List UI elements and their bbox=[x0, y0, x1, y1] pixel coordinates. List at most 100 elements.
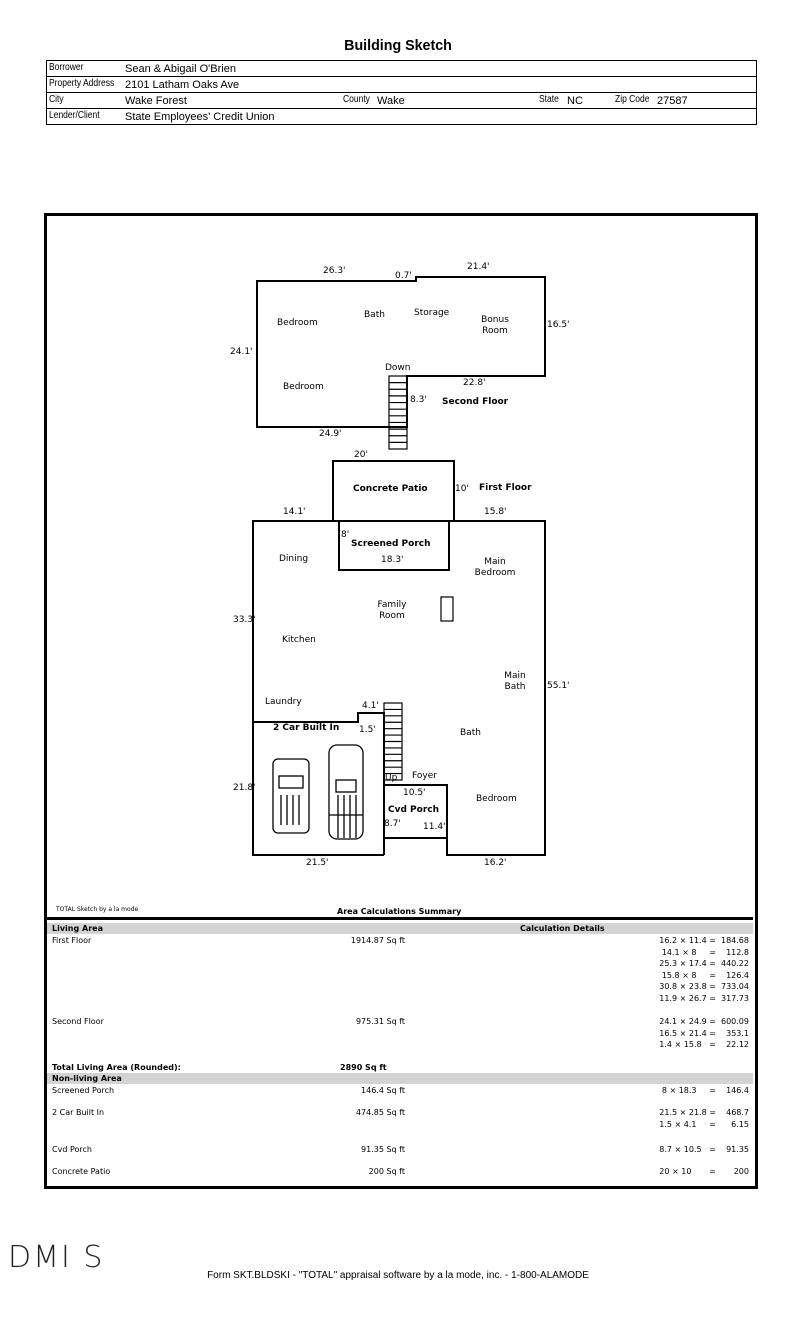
calc-detail: 14.1 × 8 = 112.8 bbox=[661, 947, 749, 957]
sketch-credit: TOTAL Sketch by a la mode bbox=[56, 906, 139, 913]
dim-label: 8.3' bbox=[410, 395, 427, 405]
room-label: Up bbox=[385, 773, 398, 783]
dim-label: 21.5' bbox=[306, 858, 329, 868]
calc-detail: 16.2 × 11.4 = 184.68 bbox=[659, 936, 749, 945]
page-title: Building Sketch bbox=[344, 37, 452, 54]
calc-details-header: Calculation Details bbox=[520, 924, 605, 933]
area-value: 1914.87 Sq ft bbox=[350, 936, 405, 945]
calc-detail: 24.1 × 24.9 = 600.09 bbox=[659, 1017, 749, 1026]
lender-label: Lender/Client bbox=[49, 110, 100, 121]
area-name: First Floor bbox=[52, 936, 92, 945]
dim-label: 8.7' bbox=[384, 819, 401, 829]
dim-label: 0.7' bbox=[395, 271, 412, 281]
dim-label: 1.5' bbox=[359, 725, 376, 735]
room-label: Bedroom bbox=[476, 794, 517, 804]
zip-label: Zip Code bbox=[615, 94, 650, 105]
room-label: Foyer bbox=[412, 771, 437, 781]
closet-icon bbox=[440, 596, 454, 622]
cvd-porch-title: Cvd Porch bbox=[388, 805, 440, 815]
area-calculations: Living Area Calculation Details First Fl… bbox=[47, 917, 753, 1186]
city-label: City bbox=[49, 94, 64, 105]
zip-value: 27587 bbox=[657, 95, 688, 107]
state-value: NC bbox=[567, 95, 583, 107]
living-area-header: Living Area bbox=[52, 924, 103, 933]
room-label: Kitchen bbox=[282, 635, 316, 645]
stair-outline bbox=[388, 375, 408, 450]
property-header: Borrower Sean & Abigail O'Brien Property … bbox=[46, 60, 757, 125]
area-name: Concrete Patio bbox=[52, 1167, 111, 1176]
calc-detail: 15.8 × 8 = 126.4 bbox=[661, 970, 749, 980]
room-label: Bath bbox=[460, 728, 481, 738]
borrower-value: Sean & Abigail O'Brien bbox=[125, 63, 236, 75]
calc-title: Area Calculations Summary bbox=[337, 907, 462, 916]
room-label: Main Bedroom bbox=[474, 557, 516, 578]
dim-label: 14.1' bbox=[283, 507, 306, 517]
second-floor-title: Second Floor bbox=[442, 397, 509, 407]
calc-detail: 25.3 × 17.4 = 440.22 bbox=[659, 959, 749, 968]
state-label: State bbox=[539, 94, 559, 105]
dim-label: 22.8' bbox=[463, 378, 486, 388]
nonliving-area-header: Non-living Area bbox=[52, 1074, 122, 1083]
city-value: Wake Forest bbox=[125, 95, 187, 107]
lender-value: State Employees' Credit Union bbox=[125, 111, 275, 123]
room-label: Dining bbox=[279, 554, 309, 564]
car-icon bbox=[272, 758, 310, 834]
truck-icon bbox=[328, 744, 364, 840]
area-value: 975.31 Sq ft bbox=[355, 1017, 405, 1026]
total-living-value: 2890 Sq ft bbox=[340, 1063, 387, 1072]
second-floor-stairs bbox=[388, 375, 408, 450]
room-label: Bonus Room bbox=[481, 315, 509, 336]
area-name: Second Floor bbox=[52, 1017, 104, 1026]
second-floor-outline bbox=[256, 276, 546, 428]
dim-label: 18.3' bbox=[381, 555, 404, 565]
county-value: Wake bbox=[377, 95, 405, 107]
calc-detail: 1.5 × 4.1 = 6.15 bbox=[659, 1119, 749, 1129]
calc-detail: 11.9 × 26.7 = 317.73 bbox=[659, 993, 749, 1003]
dim-label: 16.5' bbox=[547, 320, 570, 330]
dim-label: 24.9' bbox=[319, 429, 342, 439]
calc-detail: 16.5 × 21.4 = 353.1 bbox=[659, 1028, 749, 1038]
dim-label: 33.3' bbox=[233, 615, 256, 625]
borrower-label: Borrower bbox=[49, 62, 84, 73]
dim-label: 10' bbox=[455, 484, 469, 494]
dim-label: 55.1' bbox=[547, 681, 570, 691]
form-footer: Form SKT.BLDSKI - "TOTAL" appraisal soft… bbox=[207, 1270, 589, 1281]
room-label: Storage bbox=[414, 308, 450, 318]
calc-detail: 1.4 × 15.8 = 22.12 bbox=[659, 1040, 749, 1049]
room-label: Bath bbox=[364, 310, 385, 320]
area-name: 2 Car Built In bbox=[52, 1108, 105, 1117]
calc-detail: 8.7 × 10.5 = 91.35 bbox=[659, 1145, 749, 1154]
dim-label: 24.1' bbox=[230, 347, 253, 357]
screened-porch-outline bbox=[338, 520, 450, 571]
area-value: 91.35 Sq ft bbox=[361, 1145, 405, 1154]
dim-label: 15.8' bbox=[484, 507, 507, 517]
dim-label: 21.4' bbox=[467, 262, 490, 272]
garage-title: 2 Car Built In bbox=[273, 723, 340, 733]
address-label: Property Address bbox=[49, 78, 115, 89]
address-value: 2101 Latham Oaks Ave bbox=[125, 79, 240, 91]
cvd-porch-outline bbox=[383, 784, 448, 839]
calc-detail: 8 × 18.3 = 146.4 bbox=[661, 1086, 749, 1095]
patio-title: Concrete Patio bbox=[353, 484, 428, 494]
county-label: County bbox=[343, 94, 370, 105]
room-label: Bedroom bbox=[283, 382, 324, 392]
calc-detail: 20 × 10 = 200 bbox=[659, 1167, 749, 1176]
area-name: Screened Porch bbox=[52, 1086, 115, 1095]
dim-label: 26.3' bbox=[323, 266, 346, 276]
calc-detail: 30.8 × 23.8 = 733.04 bbox=[659, 982, 749, 991]
dim-label: 10.5' bbox=[403, 788, 426, 798]
area-value: 200 Sq ft bbox=[368, 1167, 405, 1176]
dim-label: 4.1' bbox=[362, 701, 379, 711]
dim-label: 21.8' bbox=[233, 783, 256, 793]
dim-label: 11.4' bbox=[423, 822, 446, 832]
calc-detail: 21.5 × 21.8 = 468.7 bbox=[659, 1108, 749, 1117]
area-name: Cvd Porch bbox=[52, 1145, 92, 1154]
area-value: 474.85 Sq ft bbox=[355, 1108, 405, 1117]
sketch-frame bbox=[44, 213, 758, 1189]
first-floor-title: First Floor bbox=[479, 483, 532, 493]
area-value: 146.4 Sq ft bbox=[361, 1086, 405, 1095]
room-label: Laundry bbox=[265, 697, 302, 707]
room-label: Bedroom bbox=[277, 318, 318, 328]
dim-label: 16.2' bbox=[484, 858, 507, 868]
